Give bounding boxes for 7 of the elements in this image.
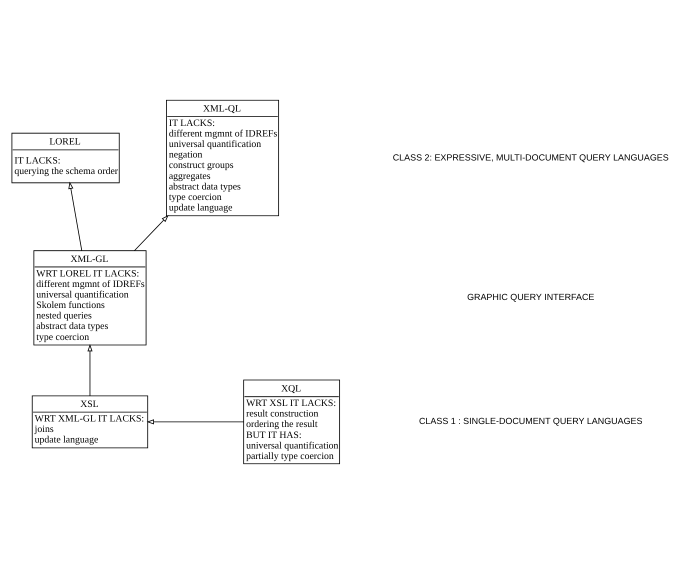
label: CLASS 1 : SINGLE-DOCUMENT QUERY LANGUAGES (418, 416, 642, 426)
arrow (87, 344, 93, 396)
label: GRAPHIC QUERY INTERFACE (467, 292, 594, 302)
arrow (68, 181, 82, 251)
arrow (134, 214, 169, 251)
label: CLASS 2: EXPRESSIVE, MULTI-DOCUMENT QUERY LANGUAGES (392, 152, 669, 162)
arrow (146, 418, 244, 424)
